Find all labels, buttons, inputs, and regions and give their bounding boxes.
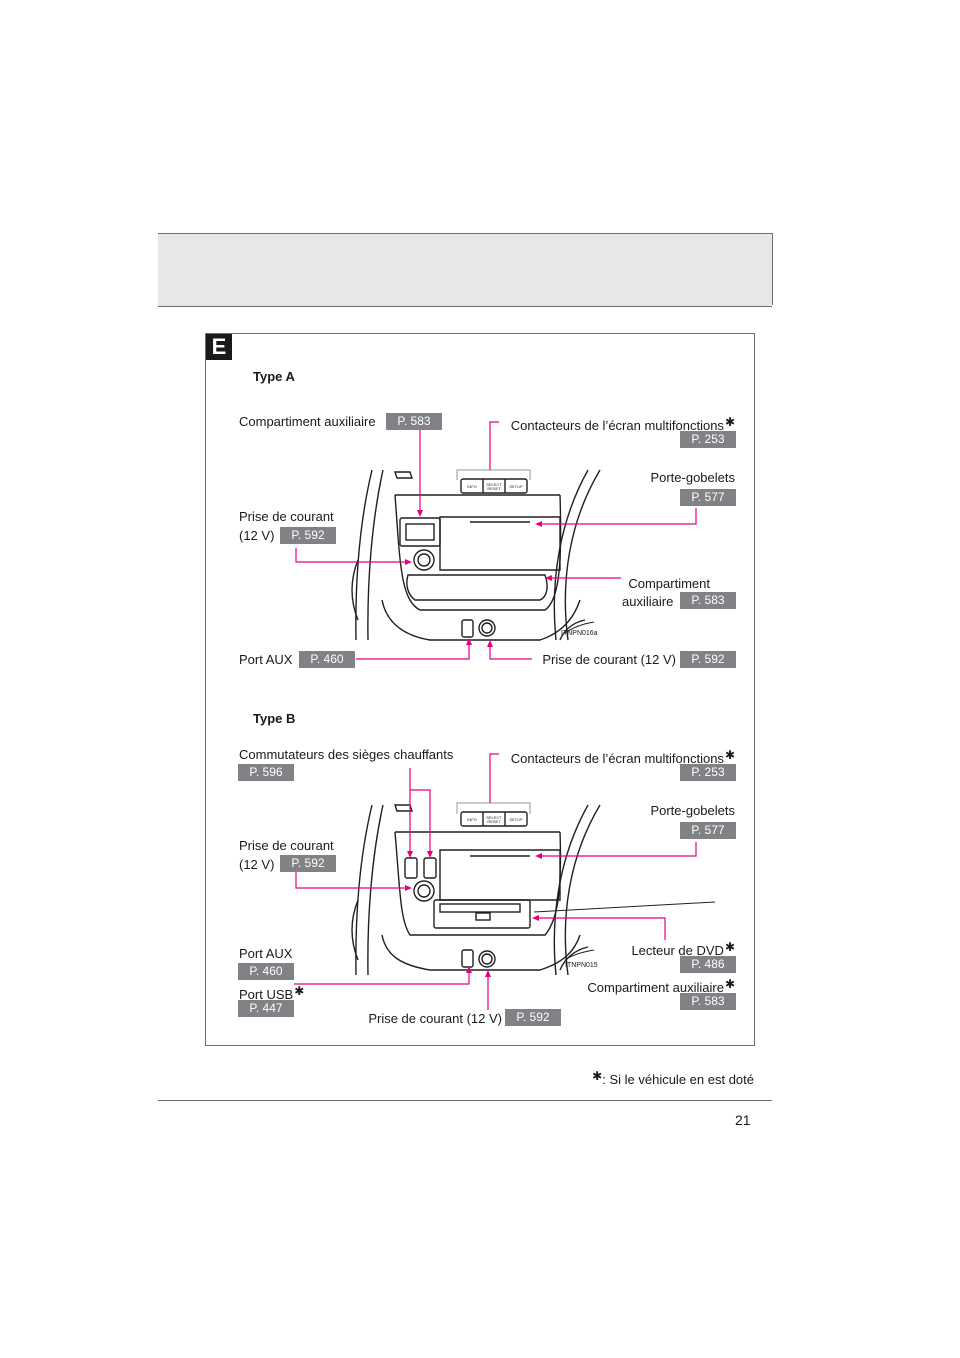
svg-text:RESET: RESET (487, 486, 501, 491)
label-aux-port-b: Port AUX (239, 946, 293, 961)
console-button-setup: SETUP (509, 484, 523, 489)
header-divider (772, 233, 773, 305)
asterisk-icon: ✱ (724, 748, 735, 762)
label-usb-port: Port USB✱ (239, 984, 305, 1002)
asterisk-icon: ✱ (724, 977, 735, 991)
page-ref-badge: P. 460 (238, 963, 294, 980)
label-display-switches: Contacteurs de l’écran multifonctions✱ (510, 415, 735, 433)
page-ref-badge: P. 447 (238, 1000, 294, 1017)
page-ref-badge: P. 253 (680, 764, 736, 781)
page-header-band (158, 233, 772, 307)
page-ref-badge: P. 592 (280, 855, 336, 872)
type-b-title: Type B (253, 711, 296, 726)
asterisk-icon: ✱ (592, 1069, 603, 1083)
asterisk-icon: ✱ (724, 415, 735, 429)
page-footer-rule (158, 1100, 772, 1101)
label-aux-compartment-b: Compartiment auxiliaire✱ (587, 977, 735, 995)
footnote: ✱: Si le véhicule en est doté (592, 1069, 754, 1087)
label-power-outlet-left-b-line2: (12 V) (239, 857, 275, 872)
page-ref-badge: P. 460 (299, 651, 355, 668)
page-ref-badge: P. 592 (280, 527, 336, 544)
label-power-outlet-left-line2: (12 V) (239, 528, 275, 543)
page-ref-badge: P. 583 (386, 413, 442, 430)
label-aux-compartment-lower-line2: auxiliaire (622, 594, 674, 609)
section-badge: E (206, 334, 232, 360)
label-aux-compartment-top: Compartiment auxiliaire (239, 414, 376, 429)
type-a-title: Type A (253, 369, 295, 384)
figure-code-type-a: ITNPN016a (561, 630, 598, 637)
page-ref-badge: P. 596 (238, 764, 294, 781)
page-ref-badge: P. 577 (680, 489, 736, 506)
label-seat-heater-switches: Commutateurs des sièges chauffants (239, 747, 454, 762)
label-power-outlet-left-b-line1: Prise de courant (239, 838, 334, 853)
svg-text:INFO: INFO (467, 817, 477, 822)
svg-text:RESET: RESET (487, 819, 501, 824)
asterisk-icon: ✱ (294, 984, 305, 998)
label-dvd-player: Lecteur de DVD✱ (631, 940, 735, 958)
page-ref-badge: P. 486 (680, 956, 736, 973)
console-button-select: SELECT (486, 482, 502, 487)
label-power-outlet-bottom-b: Prise de courant (12 V) (368, 1011, 502, 1026)
label-power-outlet-bottom: Prise de courant (12 V) (542, 652, 676, 667)
page-ref-badge: P. 577 (680, 822, 736, 839)
page-ref-badge: P. 253 (680, 431, 736, 448)
page-number: 21 (735, 1112, 751, 1128)
figure-code-type-b: ITNPN015 (565, 962, 598, 969)
label-display-switches-b: Contacteurs de l’écran multifonctions✱ (510, 748, 735, 766)
label-aux-port: Port AUX (239, 652, 293, 667)
label-aux-compartment-lower-line1: Compartiment (628, 576, 710, 591)
page-ref-badge: P. 592 (680, 651, 736, 668)
page-ref-badge: P. 583 (680, 592, 736, 609)
figure-frame (205, 333, 755, 1046)
label-power-outlet-left-line1: Prise de courant (239, 509, 334, 524)
console-button-info: INFO (467, 484, 477, 489)
page-ref-badge: P. 583 (680, 993, 736, 1010)
label-cup-holders: Porte-gobelets (650, 470, 735, 485)
asterisk-icon: ✱ (724, 940, 735, 954)
label-cup-holders-b: Porte-gobelets (650, 803, 735, 818)
page-ref-badge: P. 592 (505, 1009, 561, 1026)
svg-text:SETUP: SETUP (509, 817, 523, 822)
svg-text:SELECT: SELECT (486, 815, 502, 820)
